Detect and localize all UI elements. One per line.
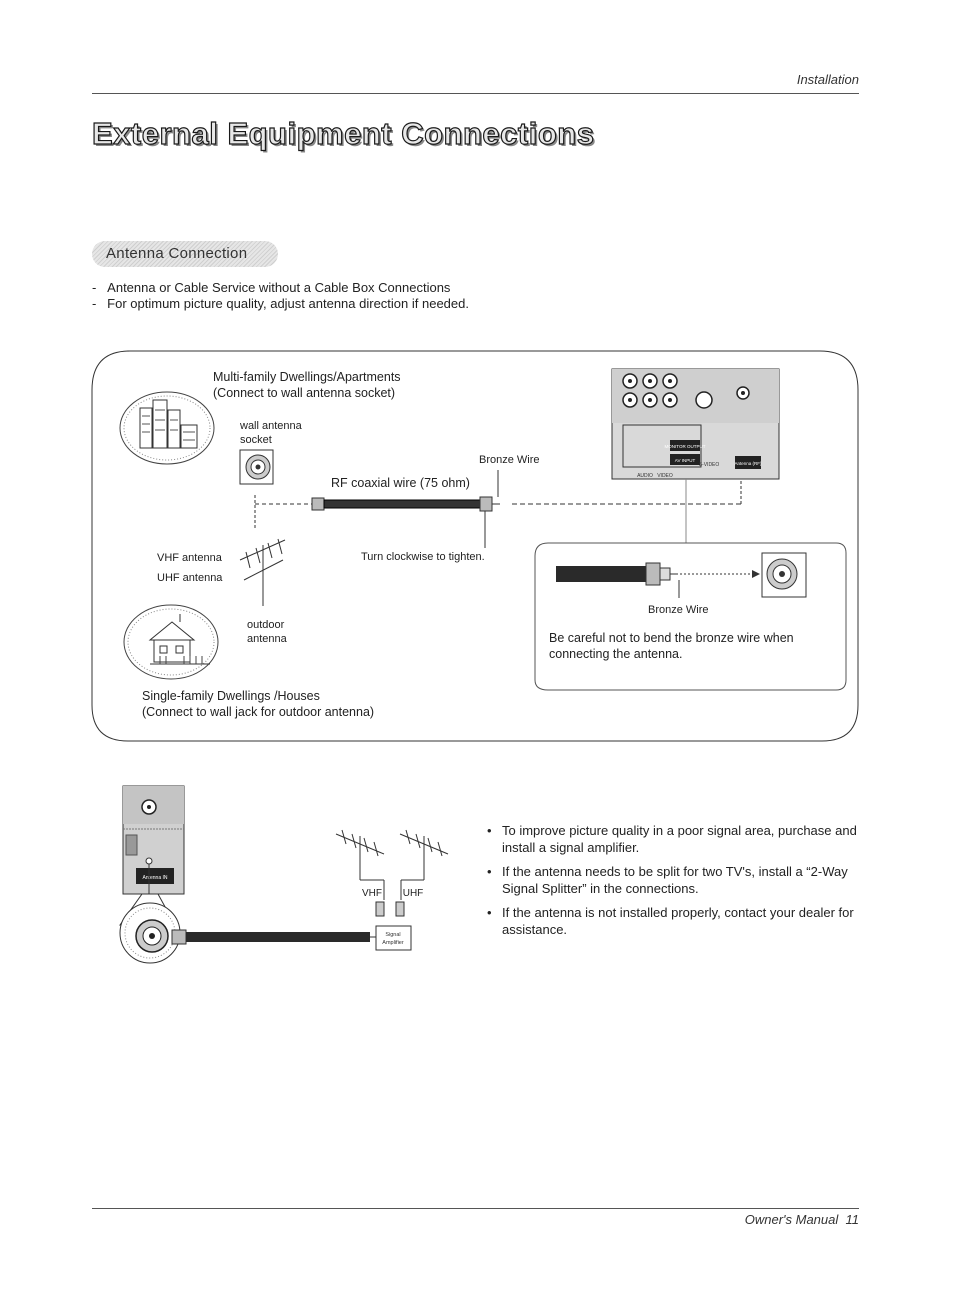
- intro-list-item: - Antenna or Cable Service without a Cab…: [92, 280, 451, 295]
- amplifier-diagram: Antenna IN Signal Amplifier: [119, 785, 449, 964]
- tv-back-panel: MONITOR OUTPUT AV INPUT Antenna (RF) AUD…: [611, 368, 780, 480]
- wall-socket-label: wall antenna socket: [240, 420, 302, 446]
- multi-family-label: Multi-family Dwellings/Apartments (Conne…: [213, 370, 401, 400]
- page-title: External Equipment Connections: [91, 115, 595, 151]
- outdoor-antenna-icon: [239, 538, 286, 606]
- inset-bronze-wire-label: Bronze Wire: [648, 604, 709, 616]
- svg-text:Antenna IN: Antenna IN: [142, 875, 167, 881]
- wall-antenna-socket-icon: [239, 449, 274, 485]
- svg-text:VIDEO: VIDEO: [657, 473, 673, 479]
- svg-text:Signal: Signal: [385, 932, 400, 938]
- svg-text:AUDIO: AUDIO: [637, 473, 653, 479]
- uhf-antenna-label: UHF antenna: [157, 572, 223, 584]
- vhf-label: VHF: [362, 888, 382, 899]
- house-icon: [123, 604, 219, 680]
- uhf-label: UHF: [403, 888, 424, 899]
- inset-cable-illustration: [556, 552, 807, 598]
- tip-item: To improve picture quality in a poor sig…: [487, 822, 867, 856]
- tips-list: To improve picture quality in a poor sig…: [487, 822, 867, 945]
- running-header: Installation: [796, 72, 859, 87]
- intro-list: - Antenna or Cable Service without a Cab…: [92, 280, 469, 312]
- svg-text:AV INPUT: AV INPUT: [675, 458, 696, 463]
- tip-item: If the antenna is not installed properly…: [487, 904, 867, 938]
- single-family-label: Single-family Dwellings /Houses (Connect…: [142, 689, 375, 719]
- rf-coaxial-label: RF coaxial wire (75 ohm): [331, 476, 470, 490]
- monitor-output-label: [670, 440, 700, 451]
- diagram-frame: [91, 350, 859, 742]
- page-number: 11: [845, 1212, 860, 1227]
- svg-text:S-VIDEO: S-VIDEO: [699, 462, 720, 468]
- intro-list-item: - For optimum picture quality, adjust an…: [92, 296, 469, 311]
- manual-label: Owner's Manual: [744, 1212, 839, 1227]
- rf-coaxial-cable: [311, 496, 500, 512]
- svg-text:Amplifier: Amplifier: [382, 940, 404, 946]
- page-footer: Owner's Manual 11: [745, 1212, 859, 1227]
- inset-note: Be careful not to bend the bronze wire w…: [549, 631, 794, 661]
- section-heading: Antenna Connection: [92, 241, 278, 267]
- av-input-label: [670, 454, 700, 465]
- tip-item: If the antenna needs to be split for two…: [487, 863, 867, 897]
- apartment-building-icon: [119, 391, 215, 465]
- antenna-in-label: [735, 456, 761, 469]
- outdoor-antenna-label: outdoor antenna: [247, 619, 287, 645]
- turn-clockwise-label: Turn clockwise to tighten.: [361, 551, 485, 563]
- bronze-wire-label: Bronze Wire: [479, 454, 540, 466]
- vhf-antenna-label: VHF antenna: [157, 552, 222, 564]
- header-rule: [92, 93, 859, 94]
- svg-text:Antenna (RF): Antenna (RF): [734, 461, 762, 466]
- svg-text:MONITOR OUTPUT: MONITOR OUTPUT: [665, 444, 706, 449]
- footer-rule: [92, 1208, 859, 1209]
